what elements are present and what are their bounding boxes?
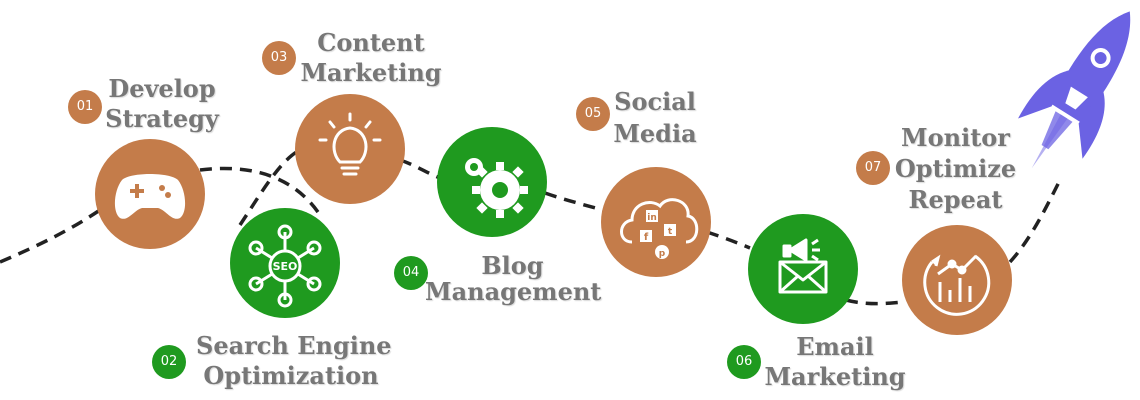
step-07-title-line-1: Monitor xyxy=(901,123,1010,152)
step-04-title-line-1: Blog xyxy=(481,251,544,280)
step-02-title: Search Engine Optimization xyxy=(196,331,392,391)
linkedin-glyph: in xyxy=(647,213,657,223)
step-06-title-line-2: Marketing xyxy=(764,362,906,391)
step-07-circle xyxy=(902,225,1012,335)
step-03-title-line-2: Marketing xyxy=(300,58,442,87)
step-05-title-line-2: Media xyxy=(613,119,697,148)
step-02-title-line-1: Search Engine xyxy=(196,331,392,360)
step-03-circle xyxy=(295,94,405,204)
step-01-circle xyxy=(95,139,205,249)
lightbulb-icon xyxy=(318,112,382,176)
step-04-circle xyxy=(437,127,547,237)
seo-network-icon xyxy=(248,224,322,308)
step-06-badge: 06 xyxy=(727,345,761,379)
step-01-title-line-1: Develop xyxy=(108,74,216,103)
step-07-title-line-3: Repeat xyxy=(908,185,1003,214)
step-03-title-line-1: Content xyxy=(317,28,425,57)
email-megaphone-icon xyxy=(778,238,828,294)
step-01-title-line-2: Strategy xyxy=(105,104,219,133)
step-01-badge: 01 xyxy=(68,90,102,124)
rocket-icon xyxy=(1018,11,1131,169)
step-05-circle: in f t p xyxy=(601,167,711,277)
step-07-badge: 07 xyxy=(856,151,890,185)
step-06-title-line-1: Email xyxy=(796,332,874,361)
step-06-circle xyxy=(748,214,858,324)
step-06-title: Email Marketing xyxy=(760,332,910,392)
step-03-badge: 03 xyxy=(262,41,296,75)
step-02-title-line-2: Optimization xyxy=(203,361,379,390)
step-05-badge: 05 xyxy=(576,97,610,131)
step-03-title: Content Marketing xyxy=(296,28,446,88)
facebook-glyph: f xyxy=(644,232,649,243)
step-04-title: Blog Management xyxy=(425,251,602,306)
step-07-title-line-2: Optimize xyxy=(894,154,1017,183)
gears-icon xyxy=(465,158,528,218)
step-05-title: Social Media xyxy=(600,86,710,150)
pinterest-glyph: p xyxy=(659,249,666,259)
social-cloud-icon: in f t p xyxy=(620,198,699,259)
step-01-title: Develop Strategy xyxy=(102,74,222,134)
step-07-title: Monitor Optimize Repeat xyxy=(888,122,1023,215)
step-04-badge: 04 xyxy=(394,256,428,290)
step-04-title-line-2: Management xyxy=(425,277,602,306)
step-02-badge: 02 xyxy=(152,345,186,379)
analytics-chart-icon xyxy=(923,254,991,316)
step-02-circle: SEO xyxy=(230,208,340,318)
gamepad-icon xyxy=(114,174,186,219)
twitter-glyph: t xyxy=(668,227,673,237)
step-05-title-line-1: Social xyxy=(614,87,696,116)
seo-icon-text: SEO xyxy=(273,260,298,273)
dashed-path xyxy=(0,148,1062,306)
